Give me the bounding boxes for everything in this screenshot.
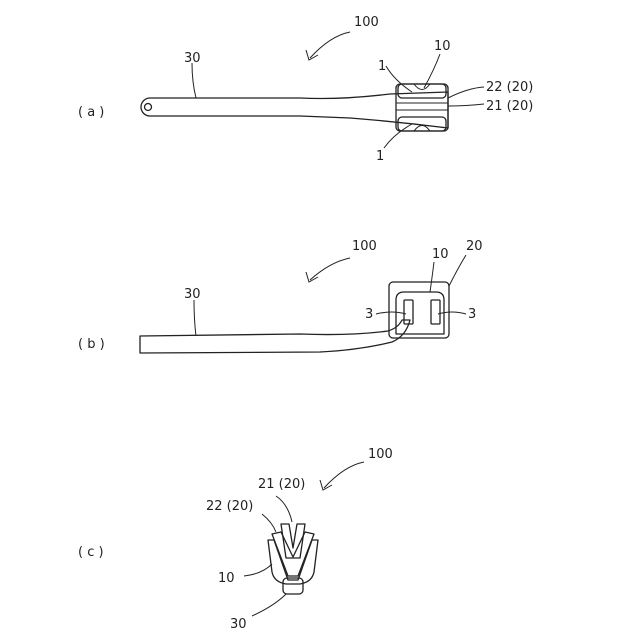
figure-a-leader-10 bbox=[424, 54, 440, 88]
figure-a-label: ( a ) bbox=[78, 105, 104, 120]
figure-a-head-top-cap bbox=[398, 84, 446, 98]
figure-b-ref-10: 10 bbox=[432, 247, 449, 262]
figure-a-ref-10: 10 bbox=[434, 39, 451, 54]
figure-b-right-slot bbox=[431, 300, 440, 324]
figure-b-leader-10 bbox=[430, 262, 434, 292]
figure-b-handle bbox=[140, 320, 410, 353]
figure-b-ref-30: 30 bbox=[184, 287, 201, 302]
figure-b-label: ( b ) bbox=[78, 337, 105, 352]
figure-b-ref-20: 20 bbox=[466, 239, 483, 254]
figure-a-ref-1-bottom: 1 bbox=[376, 149, 384, 164]
figure-a-top-notch bbox=[414, 84, 430, 90]
figure-b-leader-3-left bbox=[376, 312, 406, 314]
figure-b-ref-3-left: 3 bbox=[365, 307, 373, 322]
figure-a-ref-21-20: 21 (20) bbox=[486, 99, 533, 114]
figure-c-leader-21 bbox=[276, 496, 292, 522]
figure-c-ref-100: 100 bbox=[368, 447, 393, 462]
figure-a-leader-21 bbox=[448, 104, 484, 106]
figure-b-leader-3-right bbox=[438, 312, 466, 314]
figure-b-leader-20 bbox=[449, 255, 466, 286]
figure-a-ref-100: 100 bbox=[354, 15, 379, 30]
figure-c-ref-30: 30 bbox=[230, 617, 247, 632]
figure-c-label: ( c ) bbox=[78, 545, 104, 560]
figure-c-ref-22-20: 22 (20) bbox=[206, 499, 253, 514]
figure-b: ( b ) 100 10 20 30 3 3 bbox=[78, 239, 483, 353]
figure-a-arrow-100 bbox=[310, 32, 350, 58]
figure-b-leader-30 bbox=[194, 300, 196, 336]
figure-b-ref-100: 100 bbox=[352, 239, 377, 254]
figure-a-head-bottom-cap bbox=[398, 117, 446, 131]
figure-b-ref-3-right: 3 bbox=[468, 307, 476, 322]
figure-a-handle-hole bbox=[145, 104, 152, 111]
figure-b-arrow-100 bbox=[310, 258, 350, 280]
figure-c-arrow-100 bbox=[324, 462, 364, 488]
figure-a-head bbox=[396, 84, 448, 131]
figure-c: ( c ) 100 21 (20) 22 (20) 10 30 bbox=[78, 447, 393, 632]
figure-c-leader-30 bbox=[252, 594, 286, 616]
figure-a-ref-1-top: 1 bbox=[378, 59, 386, 74]
figure-a-leader-30 bbox=[192, 63, 196, 98]
figure-c-ref-21-20: 21 (20) bbox=[258, 477, 305, 492]
figure-c-leader-22 bbox=[262, 514, 276, 532]
figure-a-bottom-notch bbox=[414, 126, 430, 132]
figure-a-ref-30: 30 bbox=[184, 51, 201, 66]
figure-c-leader-10 bbox=[244, 564, 272, 576]
figure-a-ref-22-20: 22 (20) bbox=[486, 80, 533, 95]
figure-a-leader-1-top bbox=[386, 66, 412, 92]
figure-a-leader-22 bbox=[448, 87, 484, 98]
figure-b-arrowhead-100 bbox=[306, 272, 318, 282]
figure-c-ref-10: 10 bbox=[218, 571, 235, 586]
figure-a: ( a ) 100 10 30 1 1 22 (20) 21 (20) bbox=[78, 15, 533, 164]
